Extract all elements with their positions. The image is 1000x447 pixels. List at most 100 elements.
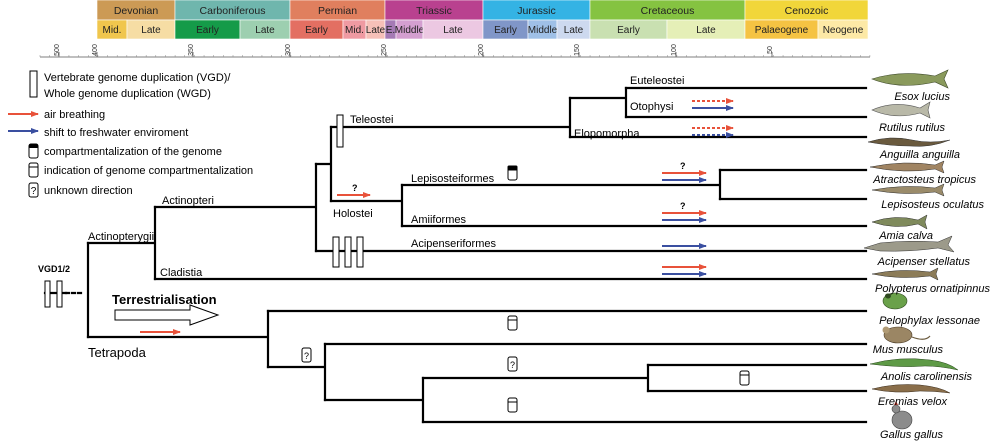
actinopteri-label: Actinopteri <box>162 195 214 207</box>
epoch-15: Palaeogene <box>744 19 819 40</box>
epoch-9: Late <box>422 19 484 40</box>
actinopterygii-label: Actinopterygii <box>88 231 154 243</box>
legend: Vertebrate genome duplication (VGD)/ Who… <box>8 70 253 198</box>
svg-text:Late: Late <box>696 25 716 36</box>
svg-text:Permian: Permian <box>318 5 357 17</box>
pike-icon <box>871 69 949 89</box>
epoch-1: Late <box>126 19 176 40</box>
pelophylax-compartment-indication <box>507 315 518 331</box>
epoch-5: Mid. <box>342 19 367 40</box>
species-lepisosteus: Lepisosteus oculatus <box>881 199 984 211</box>
tick-label: 150 <box>574 44 581 56</box>
tick-label: 50 <box>767 46 774 54</box>
period-triassic: Triassic <box>384 0 484 21</box>
genome-duplication-markers <box>44 114 364 308</box>
svg-text:Cretaceous: Cretaceous <box>641 5 695 17</box>
holostei-question: ? <box>352 183 358 193</box>
anolis-compartment-indication <box>739 370 750 386</box>
svg-text:Early: Early <box>196 25 219 36</box>
eel-icon <box>867 137 951 147</box>
phylogenetic-tree <box>43 86 868 424</box>
svg-text:E.: E. <box>386 25 395 36</box>
epoch-6: Late <box>365 19 386 40</box>
epoch-16: Neogene <box>817 19 869 40</box>
lepisosteiformes-compartment-symbol <box>507 165 518 181</box>
vgd2-bar <box>56 280 63 308</box>
period-cretaceous: Cretaceous <box>589 0 746 21</box>
sturgeon-wgd-bar-1 <box>332 236 340 268</box>
species-eremias: Eremias velox <box>878 396 948 408</box>
epoch-4: Early <box>289 19 344 40</box>
svg-text:Early: Early <box>494 25 517 36</box>
vgd-label: VGD1/2 <box>38 264 70 274</box>
question-marks: ? ? ? <box>352 161 686 211</box>
animal-illustrations <box>863 69 959 430</box>
species-pelophylax: Pelophylax lessonae <box>879 315 980 327</box>
holostei-node <box>329 183 404 228</box>
epoch-12: Late <box>556 19 591 40</box>
species-anguilla: Anguilla anguilla <box>879 149 960 161</box>
teleostei-label: Teleostei <box>350 114 393 126</box>
terrestrialisation-arrow <box>114 304 220 326</box>
frog-icon <box>882 292 908 310</box>
svg-text:Mid.: Mid. <box>103 25 122 36</box>
svg-text:Middle: Middle <box>395 25 425 36</box>
svg-text:Early: Early <box>617 25 640 36</box>
tick-label: 100 <box>671 44 678 56</box>
unknown-symbol-glyph: ? <box>31 186 37 197</box>
actinopterygii-node <box>86 205 157 281</box>
species-gallus: Gallus gallus <box>880 429 943 441</box>
chicken-icon <box>891 401 913 430</box>
teleostei-node <box>329 96 572 139</box>
trait-arrows <box>140 98 734 335</box>
legend-indication: indication of genome compartmentalizatio… <box>44 165 253 177</box>
amniota-unknown-glyph: ? <box>304 351 309 361</box>
svg-text:Carboniferous: Carboniferous <box>200 5 266 17</box>
epoch-14: Late <box>666 19 746 40</box>
period-permian: Permian <box>289 0 386 21</box>
lepisosteiformes-question: ? <box>680 161 686 171</box>
lepisosteiformes-label: Lepisosteiformes <box>411 173 495 185</box>
species-labels: Esox lucius Rutilus rutilus Anguilla ang… <box>872 91 990 441</box>
epoch-8: Middle <box>395 19 425 40</box>
species-rutilus: Rutilus rutilus <box>879 122 946 134</box>
tick-label: 400 <box>92 44 99 56</box>
terrestrialisation-label: Terrestrialisation <box>112 292 217 307</box>
spotted-gar-icon <box>871 183 945 197</box>
amiiformes-label: Amiiformes <box>411 214 467 226</box>
legend-unknown: unknown direction <box>44 185 133 197</box>
svg-text:Late: Late <box>141 25 161 36</box>
tick-label: 500 <box>54 44 61 56</box>
neopterygii-node <box>314 125 333 203</box>
species-amia: Amia calva <box>878 230 933 242</box>
unknown-symbol <box>28 182 39 198</box>
species-atractosteus: Atractosteus tropicus <box>872 174 976 186</box>
bowfin-icon <box>871 214 928 230</box>
squamata-unknown-glyph: ? <box>510 360 515 370</box>
svg-text:Cenozoic: Cenozoic <box>785 5 829 17</box>
acipenseriformes-label: Acipenseriformes <box>411 238 496 250</box>
period-carboniferous: Carboniferous <box>174 0 291 21</box>
teleost-wgd-bar <box>336 114 344 148</box>
species-anolis: Anolis carolinensis <box>880 371 973 383</box>
sturgeon-wgd-bar-2 <box>344 236 352 268</box>
actinopteri-node <box>153 162 318 253</box>
indication-symbol <box>28 162 39 178</box>
epoch-13: Early <box>589 19 668 40</box>
tick-label: 250 <box>381 44 388 56</box>
epoch-2: Early <box>174 19 241 40</box>
epoch-3: Late <box>239 19 291 40</box>
legend-vgd: Vertebrate genome duplication (VGD)/ <box>44 72 231 84</box>
svg-text:Palaeogene: Palaeogene <box>755 25 809 36</box>
svg-text:Jurassic: Jurassic <box>517 5 556 17</box>
svg-text:Late: Late <box>255 25 275 36</box>
epoch-10: Early <box>482 19 529 40</box>
euteleostei-label: Euteleostei <box>630 75 684 87</box>
lepisosteiformes-node <box>400 168 722 201</box>
legend-fresh: shift to freshwater enviroment <box>44 127 188 139</box>
legend-vgd-2: Whole genome duplication (WGD) <box>44 88 211 100</box>
